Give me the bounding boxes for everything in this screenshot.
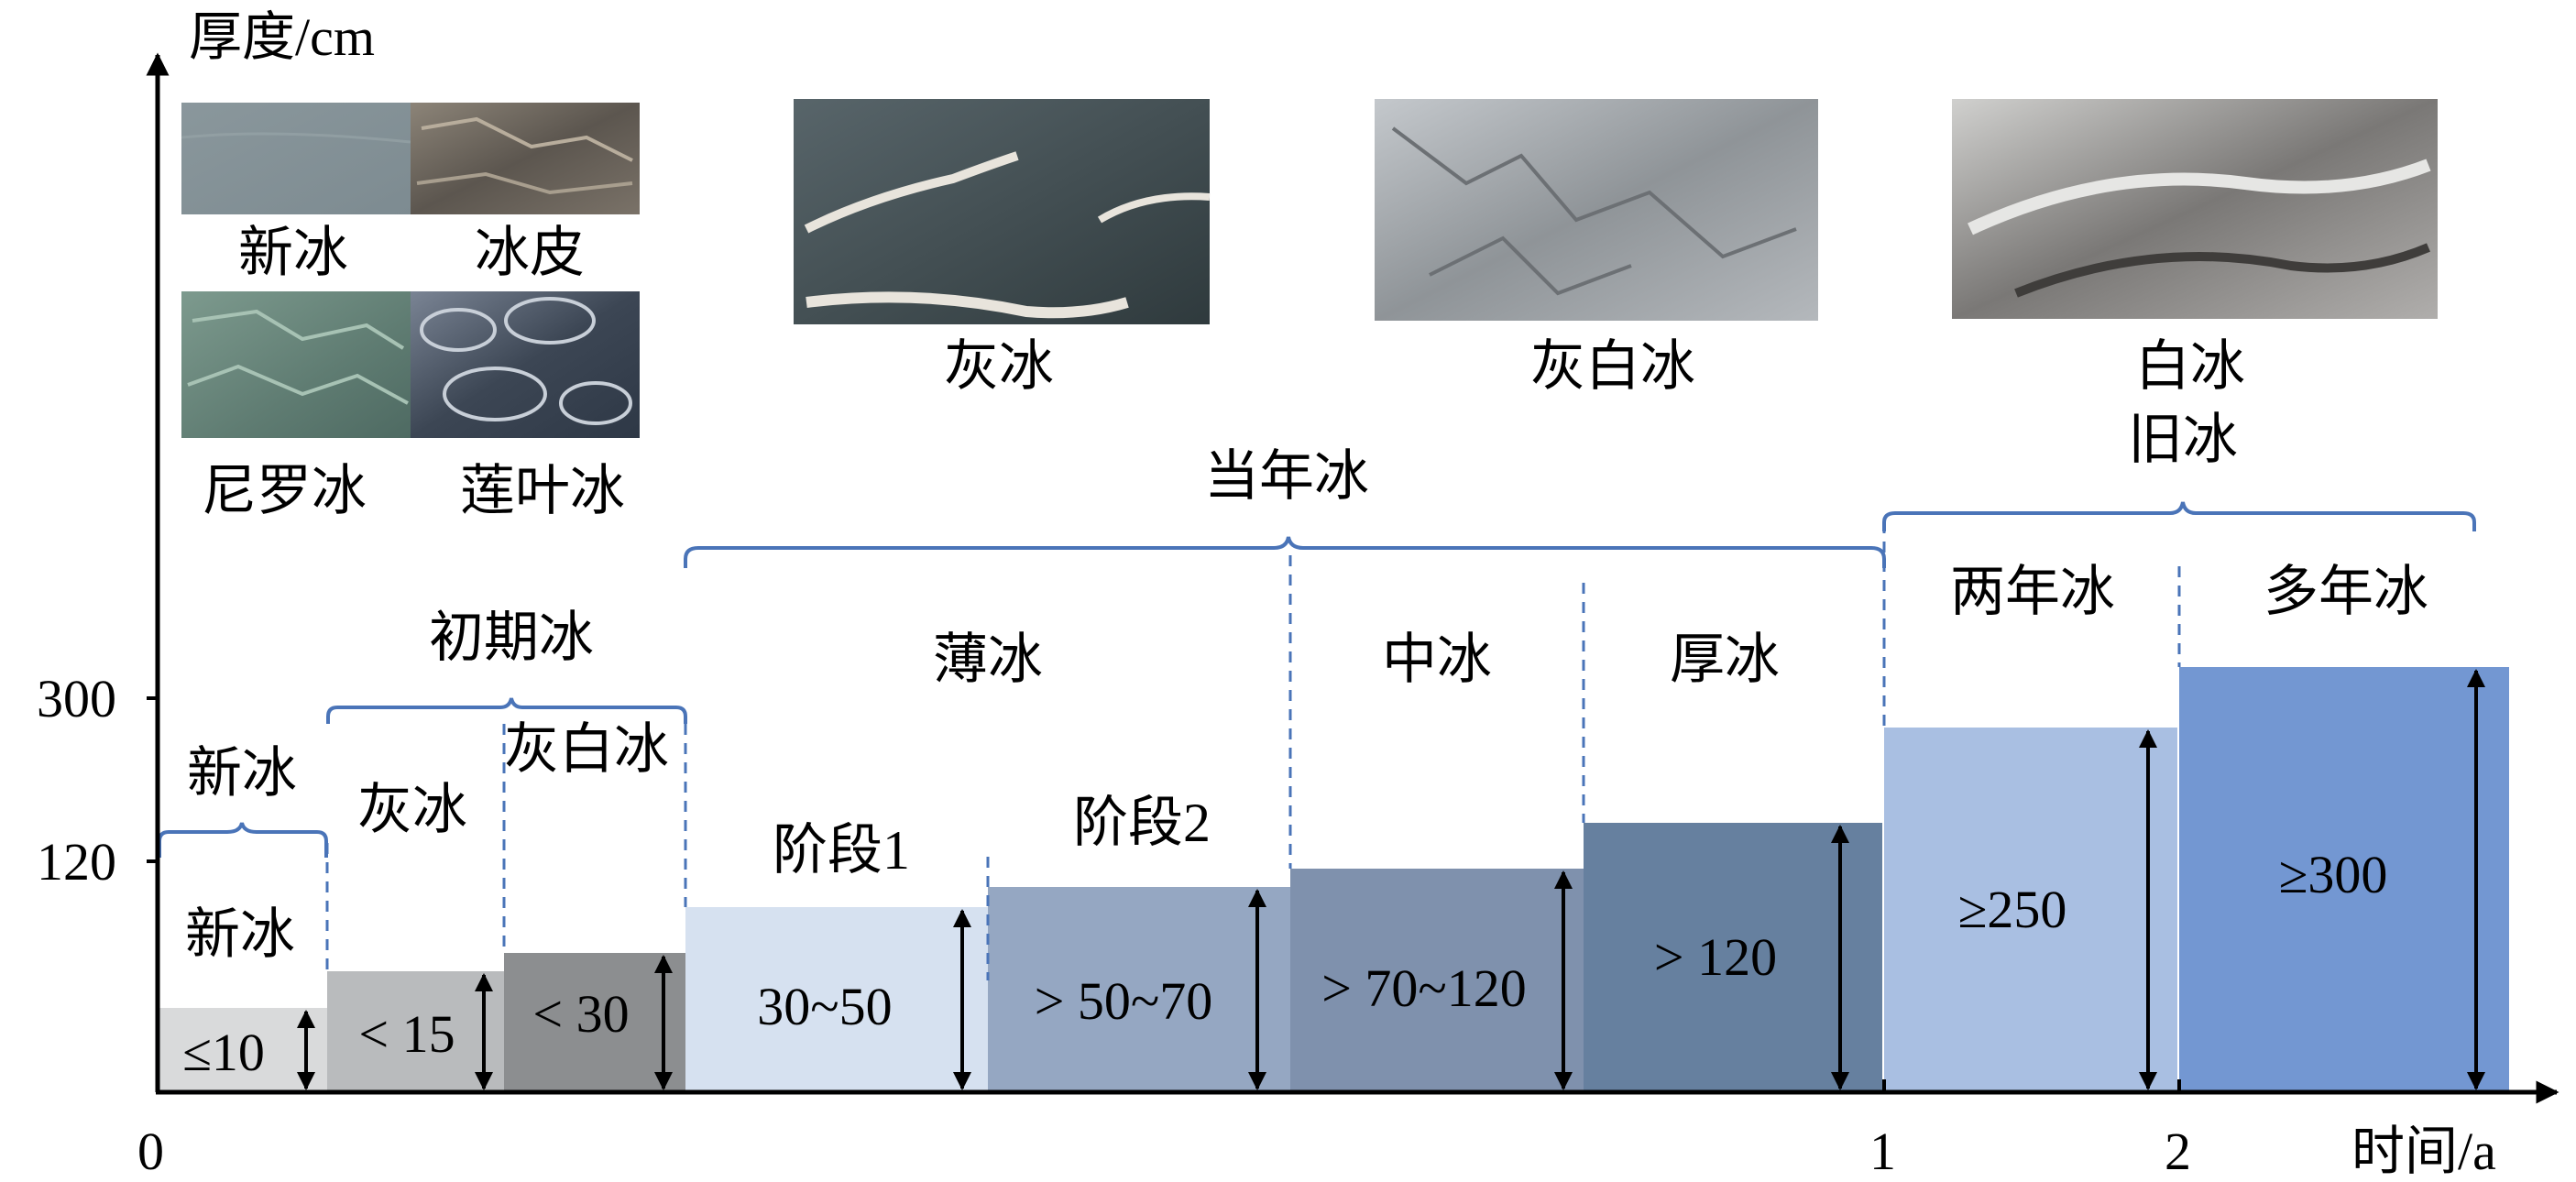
multi-year-ice-column-label: 多年冰: [2264, 562, 2428, 622]
second-year-ice-bar: [1884, 728, 2177, 1092]
stage1-label: 阶段1: [773, 820, 910, 881]
thin-ice-column-label: 薄冰: [933, 629, 1043, 690]
new-ice-group-label: 新冰: [187, 743, 297, 804]
grey-ice-bar: [327, 971, 504, 1092]
thin-ice-stage2-bar: [988, 887, 1290, 1092]
new-ice-value-label: ≤10: [182, 1023, 265, 1082]
x-tick-label-2: 2: [2165, 1122, 2191, 1181]
medium-ice-column-label: 中冰: [1382, 629, 1492, 690]
y-tick-label-300: 300: [37, 669, 116, 728]
new-ice-brace: [158, 822, 328, 858]
old-ice-brace: [1882, 501, 2476, 531]
new-ice-bar-label: 新冰: [185, 904, 295, 965]
thin-ice-stage1-bar: [685, 907, 988, 1092]
second-year-ice-value-label: ≥250: [1958, 880, 2067, 939]
thin-ice-stage1-value-label: 30~50: [757, 977, 892, 1036]
thick-ice-column-label: 厚冰: [1670, 629, 1780, 690]
pancake-ice-photo-caption: 莲叶冰: [460, 461, 625, 521]
white-ice-photo-caption: 白冰: [2135, 336, 2245, 397]
new-ice-photo: [181, 103, 411, 214]
grey-white-ice-value-label: < 30: [532, 984, 629, 1044]
stage2-label: 阶段2: [1073, 793, 1211, 853]
grey-white-ice-photo: [1375, 99, 1818, 321]
x-tick-label-1: 1: [1869, 1122, 1896, 1181]
grey-ice-photo-caption: 灰冰: [944, 336, 1054, 397]
multi-year-ice-value-label: ≥300: [2279, 845, 2388, 904]
x-axis-label: 时间/a: [2351, 1122, 2496, 1181]
second-year-ice-column-label: 两年冰: [1950, 562, 2115, 622]
nilas-photo: [181, 291, 411, 438]
ice-rind-photo: [411, 103, 640, 214]
x-tick-label-0: 0: [137, 1122, 164, 1181]
young-ice-group-label: 初期冰: [429, 607, 594, 668]
grey-white-ice-column-label: 灰白冰: [504, 719, 669, 780]
first-year-ice-group-label: 当年冰: [1204, 446, 1369, 507]
grey-ice-value-label: < 15: [358, 1004, 455, 1064]
young-ice-brace: [326, 697, 687, 724]
thick-ice-value-label: > 120: [1654, 927, 1777, 987]
y-tick-label-120: 120: [37, 832, 116, 892]
y-axis-label: 厚度/cm: [189, 7, 375, 67]
old-ice-group-label: 旧冰: [2128, 410, 2238, 470]
medium-ice-value-label: > 70~120: [1321, 958, 1527, 1018]
new-ice-photo-caption: 新冰: [238, 223, 348, 283]
grey-ice-column-label: 灰冰: [357, 780, 467, 840]
white-ice-photo: [1952, 99, 2438, 319]
grey-ice-photo: [794, 99, 1211, 324]
grey-white-ice-photo-caption: 灰白冰: [1530, 336, 1695, 397]
medium-ice-bar: [1290, 869, 1584, 1092]
ice-rind-photo-caption: 冰皮: [475, 223, 585, 283]
first-year-ice-brace: [684, 536, 1886, 568]
thin-ice-stage2-value-label: > 50~70: [1035, 971, 1213, 1031]
multi-year-ice-bar: [2179, 667, 2509, 1092]
nilas-photo-caption: 尼罗冰: [202, 461, 367, 521]
pancake-ice-photo: [411, 291, 640, 438]
